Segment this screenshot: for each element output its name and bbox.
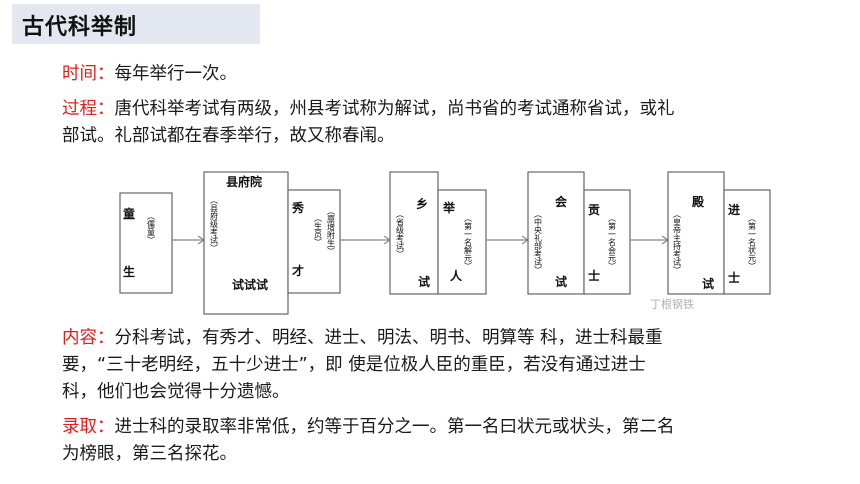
gongshi-note: （第一名会元）: [608, 214, 617, 270]
dian-exam-note: （皇帝主持考试）: [673, 210, 682, 274]
county-exam-box: [203, 171, 289, 315]
time-paragraph: 时间：每年举行一次。: [62, 61, 832, 88]
title-bar: [12, 4, 260, 44]
admission-paragraph: 录取：进士科的录取率非常低，约等于百分之一。第一名曰状元或状头，第二名 为榜眼，…: [62, 414, 832, 468]
xiucai-char-1: 秀: [291, 200, 305, 215]
dian-exam-char-2: 试: [702, 276, 714, 291]
jinshi-char-2: 士: [728, 270, 740, 285]
jinshi-note: （第一名状元）: [748, 214, 757, 270]
gongshi-char-2: 士: [588, 268, 600, 283]
process-line-2: 部试。礼部试都在春季举行，故又称春闱。: [62, 126, 395, 146]
time-label: 时间：: [62, 64, 115, 84]
hui-exam-char-1: 会: [555, 194, 568, 209]
xiucai-note-2: （廪增附生）: [327, 207, 336, 255]
juren-box: [437, 189, 487, 295]
county-exam-head: 县府院: [226, 174, 262, 189]
gongshi-char-1: 贡: [588, 203, 600, 217]
xiucai-char-2: 才: [292, 263, 304, 278]
tongsheng-char-1: 童: [123, 206, 135, 221]
content-paragraph: 内容：分科考试，有秀才、明经、进士、明法、明书、明算等 科，进士科最重 要，“三…: [62, 325, 832, 406]
hui-exam-note: （中央礼部考试）: [534, 210, 543, 274]
xiang-exam-box: [389, 171, 439, 295]
admission-label: 录取：: [62, 417, 115, 437]
county-exam-note: （县府级考试）: [210, 196, 219, 252]
admission-line-1: 进士科的录取率非常低，约等于百分之一。第一名曰状元或状头，第二名: [114, 417, 675, 437]
xiang-exam-note: （省级考试）: [396, 210, 405, 258]
xiang-exam-char-2: 试: [418, 274, 430, 289]
hui-exam-char-2: 试: [555, 274, 567, 289]
dian-exam-box: [667, 171, 725, 295]
juren-char-2: 人: [450, 268, 463, 283]
page-title: 古代科举制: [22, 15, 138, 40]
juren-note: （第一名解元）: [464, 214, 473, 270]
xiucai-note-1: （生员）: [314, 214, 323, 246]
content-line-2: 要，“三十老明经，五十少进士”，即 使是位极人臣的重臣，若没有通过进士: [62, 355, 646, 375]
gongshi-box: [583, 189, 631, 295]
jinshi-box: [723, 189, 771, 295]
tongsheng-char-2: 生: [123, 264, 135, 279]
tongsheng-box: [119, 192, 173, 294]
dian-exam-char-1: 殿: [691, 194, 705, 209]
content-line-1: 分科考试，有秀才、明经、进士、明法、明书、明算等 科，进士科最重: [114, 328, 663, 348]
process-paragraph: 过程：唐代科举考试有两级，州县考试称为解试，尚书省的考试通称省试，或礼 部试。礼…: [62, 96, 832, 150]
watermark: 丁根钢铁: [650, 298, 694, 311]
jinshi-char-1: 进: [728, 202, 740, 217]
admission-line-2: 为榜眼，第三名探花。: [62, 444, 237, 464]
content-label: 内容：: [62, 328, 115, 348]
process-label: 过程：: [62, 99, 115, 119]
content-line-3: 科，他们也会觉得十分遗憾。: [62, 382, 290, 402]
xiucai-box: [287, 189, 341, 294]
process-line-1: 唐代科举考试有两级，州县考试称为解试，尚书省的考试通称省试，或礼: [114, 99, 675, 119]
time-text: 每年举行一次。: [114, 64, 238, 84]
xiang-exam-char-1: 乡: [416, 196, 428, 211]
juren-char-1: 举: [442, 200, 456, 215]
county-exam-bottom: 试试试: [232, 277, 268, 292]
hui-exam-box: [527, 171, 585, 295]
tongsheng-note: （儒童）: [147, 212, 156, 244]
